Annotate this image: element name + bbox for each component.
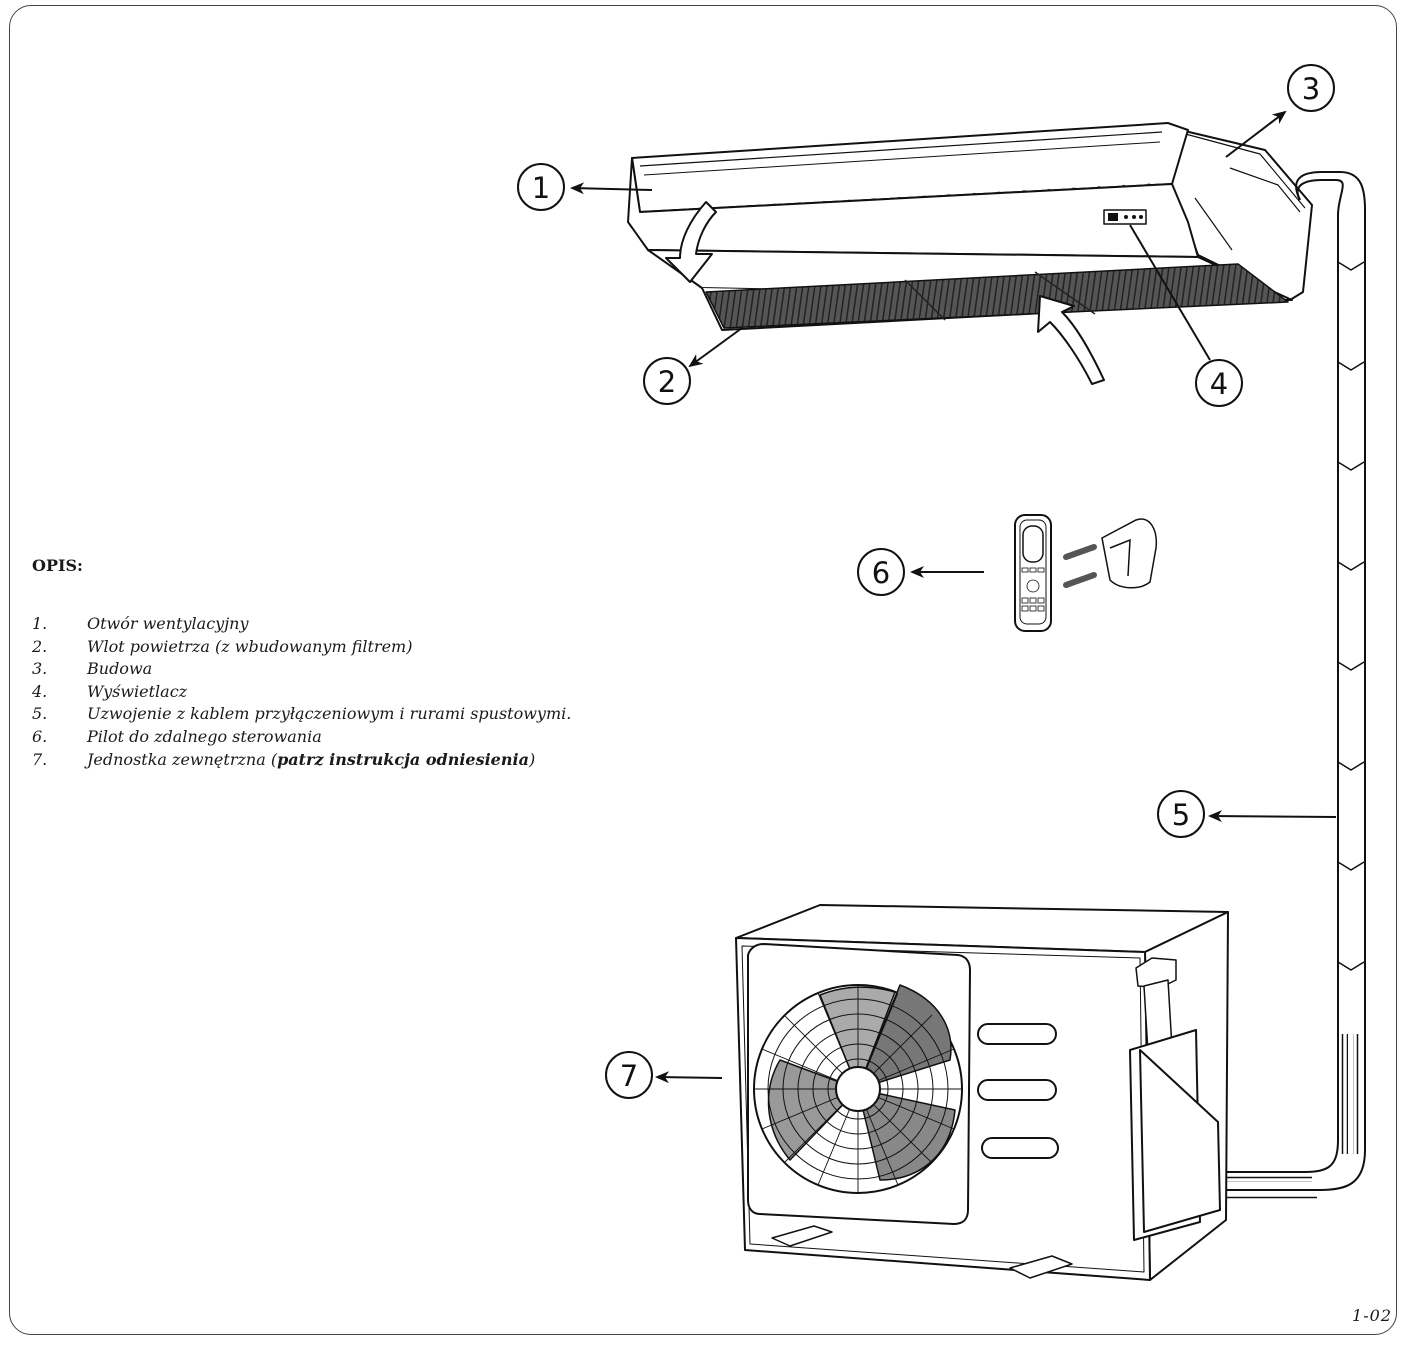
legend-item-1: 1. Otwór wentylacyjny — [32, 613, 571, 636]
legend-item-5: 5. Uzwojenie z kablem przyłączeniowym i r… — [32, 703, 571, 726]
callout-4-label: 4 — [1210, 367, 1228, 401]
legend-item-number: 7. — [32, 749, 48, 769]
legend-item-7: 7. Jednostka zewnętrzna (patrz instrukcja… — [32, 749, 571, 772]
legend-item-4: 4. Wyświetlacz — [32, 681, 571, 704]
outdoor-unit — [735, 904, 1229, 1281]
remote-control — [1014, 514, 1158, 632]
page-frame — [9, 5, 1397, 1335]
callout-1: 1 — [517, 163, 653, 211]
callout-3-arrow — [1225, 110, 1287, 158]
callout-1-label: 1 — [532, 171, 550, 205]
remote-holder — [1063, 518, 1158, 589]
callout-1-arrow — [570, 182, 653, 195]
callout-5: 5 — [1157, 790, 1337, 838]
callout-6: 6 — [857, 548, 984, 596]
callout-7-label: 7 — [620, 1059, 638, 1093]
legend-item-text: Uzwojenie z kablem przyłączeniowym i rur… — [87, 704, 572, 724]
legend-item-2: 2. Wlot powietrza (z wbudowanym filtrem) — [32, 636, 571, 659]
legend-heading: OPIS: — [32, 556, 83, 575]
legend-item-number: 6. — [32, 726, 48, 746]
legend-item-3: 3. Budowa — [32, 658, 571, 681]
legend-item-tail: ) — [528, 749, 536, 769]
legend-item-number: 3. — [32, 659, 48, 679]
legend-item-number: 5. — [32, 704, 48, 724]
legend-item-text: Pilot do zdalnego sterowania — [87, 726, 322, 746]
callout-3: 3 — [1225, 64, 1335, 158]
callout-6-label: 6 — [872, 556, 890, 590]
legend-item-text: Jednostka zewnętrzna ( — [87, 749, 278, 769]
figure-number: 1-02 — [1352, 1306, 1392, 1325]
legend-item-reference: patrz instrukcja odniesienia — [277, 749, 529, 769]
callout-5-label: 5 — [1172, 798, 1190, 832]
callout-4-line — [1129, 224, 1211, 361]
fan-grille — [753, 984, 963, 1194]
indoor-unit — [627, 122, 1313, 385]
legend-list: 1. Otwór wentylacyjny 2. Wlot powietrza (z… — [32, 613, 571, 771]
callout-5-arrow — [1208, 810, 1337, 823]
legend-item-text: Otwór wentylacyjny — [87, 614, 249, 633]
connection-pipe — [1218, 171, 1366, 1200]
callout-7-arrow — [655, 1071, 723, 1084]
legend-item-number: 2. — [32, 636, 48, 656]
description-legend: OPIS: 1. Otwór wentylacyjny 2. Wlot powiet… — [32, 556, 571, 771]
callout-7: 7 — [605, 1051, 723, 1099]
legend-item-number: 1. — [32, 614, 48, 633]
legend-item-text: Budowa — [87, 659, 153, 679]
callout-2-label: 2 — [658, 365, 676, 399]
callout-3-label: 3 — [1302, 72, 1320, 106]
callout-2-arrow — [688, 327, 743, 368]
legend-item-6: 6. Pilot do zdalnego sterowania — [32, 726, 571, 749]
callout-2: 2 — [643, 327, 743, 405]
callout-4: 4 — [1129, 224, 1243, 407]
legend-item-text: Wlot powietrza (z wbudowanym filtrem) — [87, 636, 413, 656]
legend-item-text: Wyświetlacz — [87, 681, 188, 701]
legend-item-number: 4. — [32, 681, 48, 701]
